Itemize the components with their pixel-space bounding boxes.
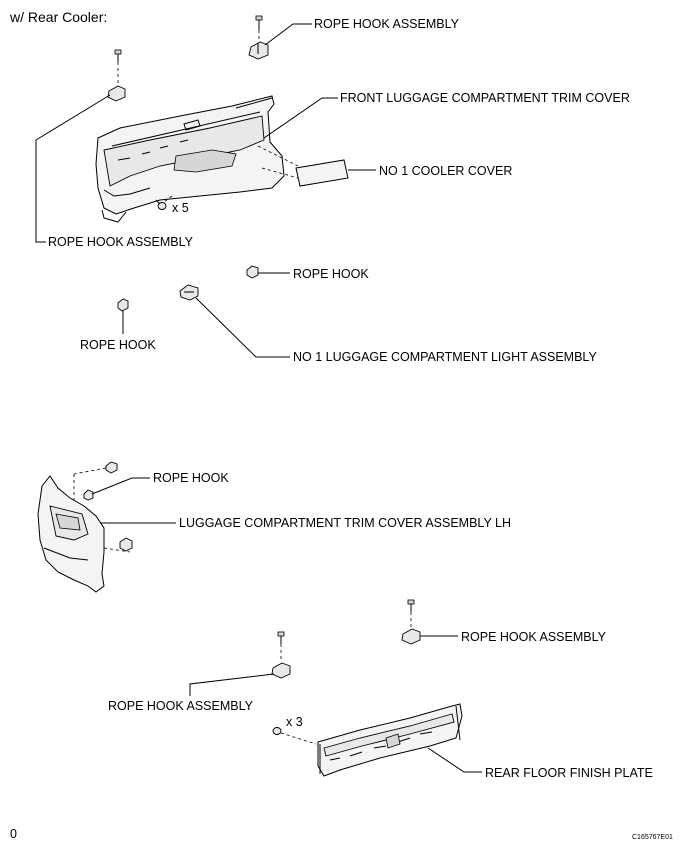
rope-hook-assembly-left-part <box>107 49 126 102</box>
label-rope-hook-mid-right: ROPE HOOK <box>293 267 369 281</box>
clip-x3-part <box>272 727 317 745</box>
leader-luggage-light <box>195 297 290 358</box>
rope-hook-assembly-top-part <box>248 15 269 60</box>
label-trim-cover-lh: LUGGAGE COMPARTMENT TRIM COVER ASSEMBLY … <box>179 516 511 530</box>
label-rope-hook-assembly-top: ROPE HOOK ASSEMBLY <box>314 17 460 31</box>
rope-hook-mid-left-part <box>117 298 129 312</box>
label-front-trim-cover: FRONT LUGGAGE COMPARTMENT TRIM COVER <box>340 91 630 105</box>
clip-x5-part <box>155 195 173 210</box>
label-rear-floor-plate: REAR FLOOR FINISH PLATE <box>485 766 653 780</box>
luggage-light-assembly-part <box>179 284 199 301</box>
trim-cover-lh-part <box>37 474 133 593</box>
rope-hook-mid-right-part <box>246 265 259 279</box>
figure-code: C165767E01 <box>632 834 673 841</box>
leader-front-trim-cover <box>263 97 338 139</box>
leader-rope-hook-lower <box>91 477 150 495</box>
leader-rope-hook-assembly-top <box>264 23 312 46</box>
leader-rope-hook-assembly-bottom <box>189 673 275 696</box>
label-rope-hook-assembly-right: ROPE HOOK ASSEMBLY <box>461 630 607 644</box>
label-rope-hook-lower: ROPE HOOK <box>153 471 229 485</box>
page-number: 0 <box>10 827 17 841</box>
diagram-title: w/ Rear Cooler: <box>9 9 107 25</box>
cooler-cover-part <box>257 145 349 187</box>
leader-rear-floor-plate <box>427 747 482 773</box>
label-rope-hook-assembly-bottom: ROPE HOOK ASSEMBLY <box>108 699 254 713</box>
label-luggage-light: NO 1 LUGGAGE COMPARTMENT LIGHT ASSEMBLY <box>293 350 597 364</box>
label-rope-hook-assembly-left: ROPE HOOK ASSEMBLY <box>48 235 194 249</box>
label-cooler-cover: NO 1 COOLER COVER <box>379 164 512 178</box>
rope-hook-assembly-bottom-part <box>271 631 291 679</box>
label-qty-x5: x 5 <box>172 201 189 215</box>
front-luggage-trim-cover-part <box>95 95 285 223</box>
rope-hook-lower-part <box>73 461 118 501</box>
label-qty-x3: x 3 <box>286 715 303 729</box>
rear-floor-finish-plate-part <box>317 703 463 777</box>
rope-hook-assembly-right-part <box>401 599 421 645</box>
label-rope-hook-mid-left: ROPE HOOK <box>80 338 156 352</box>
leader-rope-hook-assembly-left <box>35 94 111 243</box>
